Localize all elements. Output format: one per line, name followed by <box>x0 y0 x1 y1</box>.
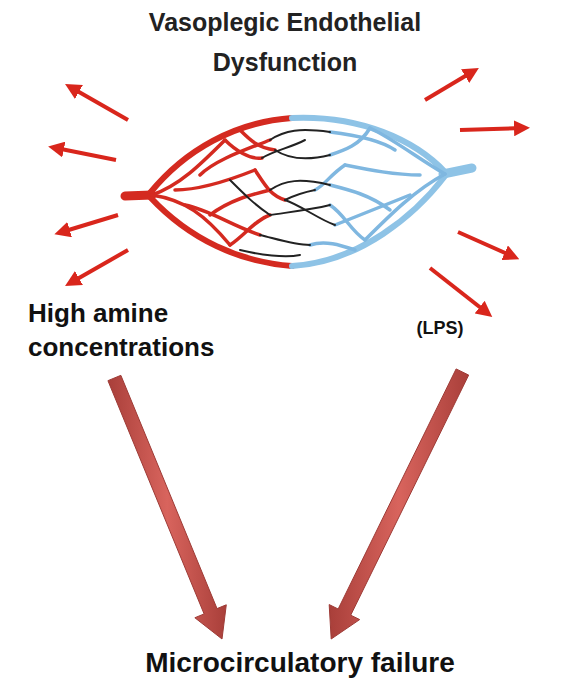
diagram-title: Vasoplegic Endothelial Dysfunction <box>80 2 490 82</box>
radiating-arrows <box>56 72 522 312</box>
node-text: (LPS) <box>400 316 480 340</box>
node-text: Microcirculatory failure <box>40 645 560 681</box>
connector-layer <box>108 369 469 639</box>
outcome-text: Microcirculatory failure <box>40 645 560 681</box>
block-arrow <box>329 369 469 639</box>
vessel-illustration <box>125 118 472 266</box>
cause-text: (LPS) <box>400 316 480 340</box>
cause-text: High amine concentrations <box>28 296 268 364</box>
node-text: High amine concentrations <box>28 296 268 364</box>
block-arrow <box>108 375 226 639</box>
